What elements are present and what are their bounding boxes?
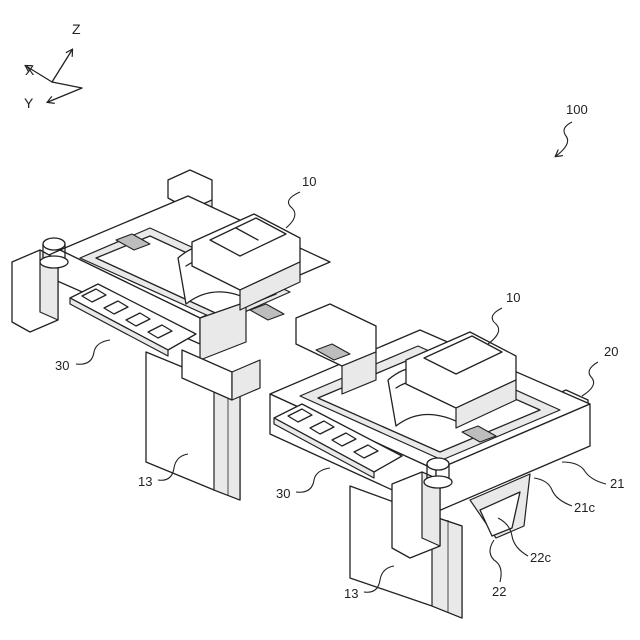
label-led-array-b: 30 [276, 486, 290, 501]
coordinate-axes: Z X Y [24, 21, 82, 111]
z-axis-label: Z [72, 21, 81, 37]
leader-frame [582, 362, 598, 396]
y-axis-label: Y [24, 95, 34, 111]
label-led-array-a: 30 [55, 358, 69, 373]
label-lower-part: 22 [492, 584, 506, 599]
axis-origin-tail [52, 82, 82, 88]
label-frame: 20 [604, 344, 618, 359]
label-module-b: 10 [506, 290, 520, 305]
label-assembly: 100 [566, 102, 588, 117]
z-axis-arrow [52, 50, 72, 82]
label-module-a: 10 [302, 174, 316, 189]
leader-frame-face [534, 478, 572, 506]
leader-led-array-b [296, 468, 330, 492]
leader-assembly [556, 122, 572, 156]
label-frame-face: 21c [574, 500, 595, 515]
leader-led-array-a [76, 340, 110, 364]
y-axis-arrow [48, 88, 82, 102]
leader-frame-part [562, 462, 606, 484]
label-lower-face: 22c [530, 550, 551, 565]
label-frame-part: 21 [610, 476, 624, 491]
leader-module-b [488, 308, 502, 344]
leader-module-a [286, 192, 300, 228]
label-post-b: 13 [344, 586, 358, 601]
x-axis-label: X [25, 62, 35, 78]
label-post-a: 13 [138, 474, 152, 489]
leader-lower-part [490, 540, 501, 582]
